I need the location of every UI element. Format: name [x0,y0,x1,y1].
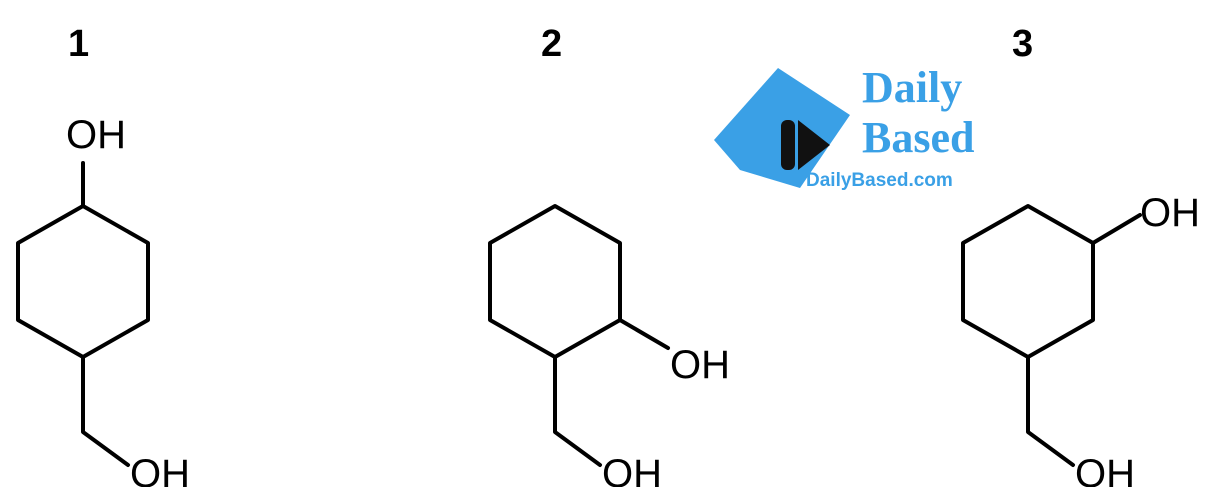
compound-3-hydroxyl-bottom: OH [1075,452,1135,487]
compound-1-hydroxyl-bottom: OH [130,452,190,487]
watermark-logo: Daily Based DailyBased.com [714,63,974,191]
compound-2: 2 OH OH [488,23,730,487]
compound-1-hydroxyl-top: OH [66,113,126,157]
compound-3-ch2-chain [1026,355,1075,467]
compound-2-ring [488,204,622,359]
watermark-logo-arrow [798,120,830,170]
watermark-url: DailyBased.com [806,170,953,191]
compound-2-hydroxyl-bottom: OH [602,452,662,487]
watermark-logo-bar [781,120,795,170]
compound-3-number: 3 [1012,23,1033,65]
compound-1-ring [16,204,150,359]
compound-2-hydroxyl-right: OH [670,343,730,387]
watermark-word-2: Based [862,113,974,162]
compound-3: 3 OH OH [961,23,1200,487]
compound-2-number: 2 [541,23,562,65]
compound-3-bond-oh-right [1091,213,1142,245]
compound-2-ch2-chain [553,355,602,467]
compound-1: 1 OH OH [16,23,190,487]
compound-3-hydroxyl-top: OH [1140,191,1200,235]
compound-2-bond-oh-right [618,318,670,350]
compound-1-ch2-chain [81,355,130,467]
compound-3-ring [961,204,1095,359]
watermark-word-1: Daily [862,63,962,112]
compound-1-number: 1 [68,23,89,65]
